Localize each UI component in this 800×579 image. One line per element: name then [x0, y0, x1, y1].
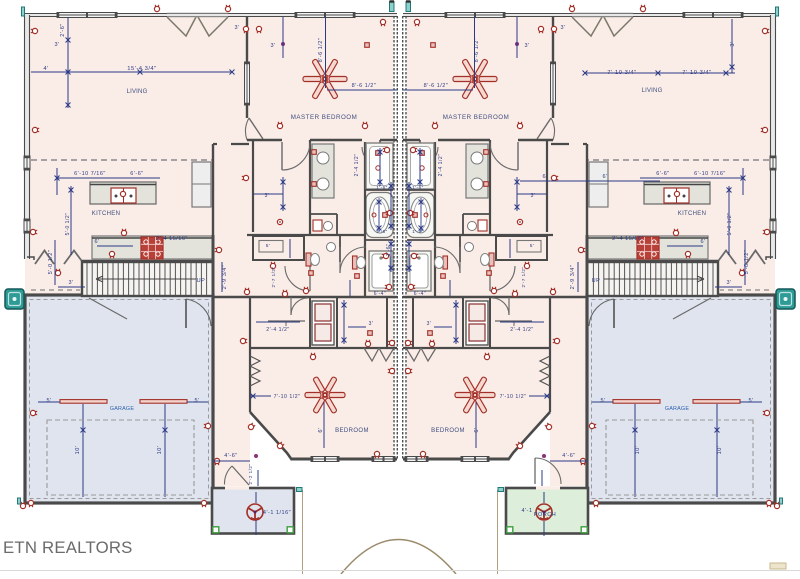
svg-text:6': 6' — [700, 239, 705, 245]
svg-text:KITCHEN: KITCHEN — [92, 211, 120, 217]
svg-text:10': 10' — [635, 446, 641, 455]
svg-text:3': 3' — [54, 42, 59, 48]
svg-text:5'-0 1/2": 5'-0 1/2" — [727, 213, 733, 236]
svg-text:3': 3' — [427, 321, 432, 327]
svg-text:7'-10 3/4": 7'-10 3/4" — [607, 70, 636, 76]
svg-text:6'-10 7/16": 6'-10 7/16" — [694, 171, 726, 177]
svg-text:4'-6": 4'-6" — [224, 453, 237, 459]
svg-text:8'-6 1/2": 8'-6 1/2" — [318, 38, 324, 63]
svg-text:2'-6": 2'-6" — [60, 23, 66, 36]
svg-text:6'-6": 6'-6" — [130, 171, 143, 177]
svg-text:4'-1 1/16": 4'-1 1/16" — [263, 510, 291, 516]
svg-text:KITCHEN: KITCHEN — [678, 211, 706, 217]
svg-text:3': 3' — [68, 280, 73, 286]
svg-text:6': 6' — [94, 239, 99, 245]
svg-text:PORCH: PORCH — [534, 512, 556, 518]
svg-text:5'-0 1/2": 5'-0 1/2" — [744, 250, 750, 275]
svg-text:5': 5' — [46, 398, 51, 404]
svg-text:BEDROOM: BEDROOM — [335, 428, 369, 434]
svg-text:7'-10 1/2": 7'-10 1/2" — [274, 394, 301, 400]
svg-text:15'-4 3/4": 15'-4 3/4" — [127, 66, 156, 72]
svg-text:2'-2 1/2": 2'-2 1/2" — [248, 464, 253, 485]
svg-text:GARAGE: GARAGE — [110, 406, 134, 412]
svg-text:8'-6 1/2": 8'-6 1/2" — [474, 38, 480, 63]
svg-text:2'-4 1/2": 2'-4 1/2" — [438, 154, 444, 177]
svg-text:2'-9 3/4": 2'-9 3/4" — [222, 265, 228, 290]
svg-text:6'-4": 6'-4" — [414, 291, 426, 297]
svg-text:BEDROOM: BEDROOM — [431, 428, 465, 434]
svg-text:7'-10 3/4": 7'-10 3/4" — [682, 70, 711, 76]
svg-text:2'-7 1/2": 2'-7 1/2" — [271, 267, 276, 288]
svg-text:6': 6' — [474, 427, 480, 432]
svg-text:UP: UP — [592, 278, 601, 284]
svg-text:2'-4 15/16": 2'-4 15/16" — [612, 236, 644, 242]
svg-text:2'-7 1/2": 2'-7 1/2" — [521, 267, 526, 288]
svg-text:10': 10' — [717, 446, 723, 455]
svg-text:1'-6": 1'-6" — [376, 185, 387, 190]
svg-text:2'-9 3/4": 2'-9 3/4" — [570, 265, 576, 290]
svg-text:3': 3' — [726, 280, 731, 286]
svg-text:5': 5' — [748, 398, 753, 404]
svg-text:4'-1: 4'-1 — [522, 508, 533, 514]
svg-text:1'-6": 1'-6" — [412, 185, 423, 190]
svg-text:3': 3' — [265, 193, 270, 199]
svg-text:1'-6": 1'-6" — [412, 229, 423, 234]
svg-text:5': 5' — [600, 398, 605, 404]
svg-text:10': 10' — [157, 446, 163, 455]
svg-text:3': 3' — [270, 43, 275, 49]
svg-text:2'-4 1/2": 2'-4 1/2" — [510, 327, 533, 333]
svg-text:MASTER BEDROOM: MASTER BEDROOM — [443, 114, 509, 121]
svg-text:6'-4": 6'-4" — [374, 291, 386, 297]
svg-text:3': 3' — [560, 25, 565, 31]
svg-text:10': 10' — [75, 446, 81, 455]
svg-text:3': 3' — [531, 193, 536, 199]
svg-text:2'-4 1/2": 2'-4 1/2" — [354, 154, 360, 177]
svg-text:2'-4 1/2": 2'-4 1/2" — [266, 327, 289, 333]
svg-text:1'-6": 1'-6" — [376, 229, 387, 234]
svg-text:1'-6": 1'-6" — [386, 244, 392, 256]
svg-text:2'-4 15/16": 2'-4 15/16" — [156, 236, 188, 242]
svg-text:6': 6' — [602, 174, 607, 180]
svg-text:5': 5' — [194, 398, 199, 404]
svg-text:6'-10 7/16": 6'-10 7/16" — [74, 171, 106, 177]
svg-text:6': 6' — [542, 174, 547, 180]
svg-text:3': 3' — [234, 25, 239, 31]
svg-text:UP: UP — [197, 278, 206, 284]
svg-text:8'-6 1/2": 8'-6 1/2" — [352, 83, 377, 89]
svg-text:8'-6 1/2": 8'-6 1/2" — [424, 83, 449, 89]
svg-text:LIVING: LIVING — [127, 89, 148, 95]
svg-text:5': 5' — [530, 243, 535, 249]
svg-text:4': 4' — [43, 66, 48, 72]
svg-text:3': 3' — [524, 43, 529, 49]
svg-text:6'-6": 6'-6" — [656, 171, 669, 177]
svg-text:5'-0 1/2": 5'-0 1/2" — [65, 213, 71, 236]
svg-text:7'-10 1/2": 7'-10 1/2" — [500, 394, 527, 400]
svg-text:ETN REALTORS: ETN REALTORS — [3, 538, 133, 557]
svg-text:5'-0 1/2": 5'-0 1/2" — [48, 250, 54, 275]
svg-text:3': 3' — [730, 41, 736, 46]
svg-text:5': 5' — [266, 243, 271, 249]
svg-text:6': 6' — [318, 427, 324, 432]
svg-text:GARAGE: GARAGE — [665, 406, 689, 412]
svg-text:MASTER BEDROOM: MASTER BEDROOM — [291, 114, 357, 121]
svg-text:LIVING: LIVING — [642, 88, 663, 94]
svg-text:3': 3' — [369, 321, 374, 327]
svg-text:4'-6": 4'-6" — [562, 453, 575, 459]
